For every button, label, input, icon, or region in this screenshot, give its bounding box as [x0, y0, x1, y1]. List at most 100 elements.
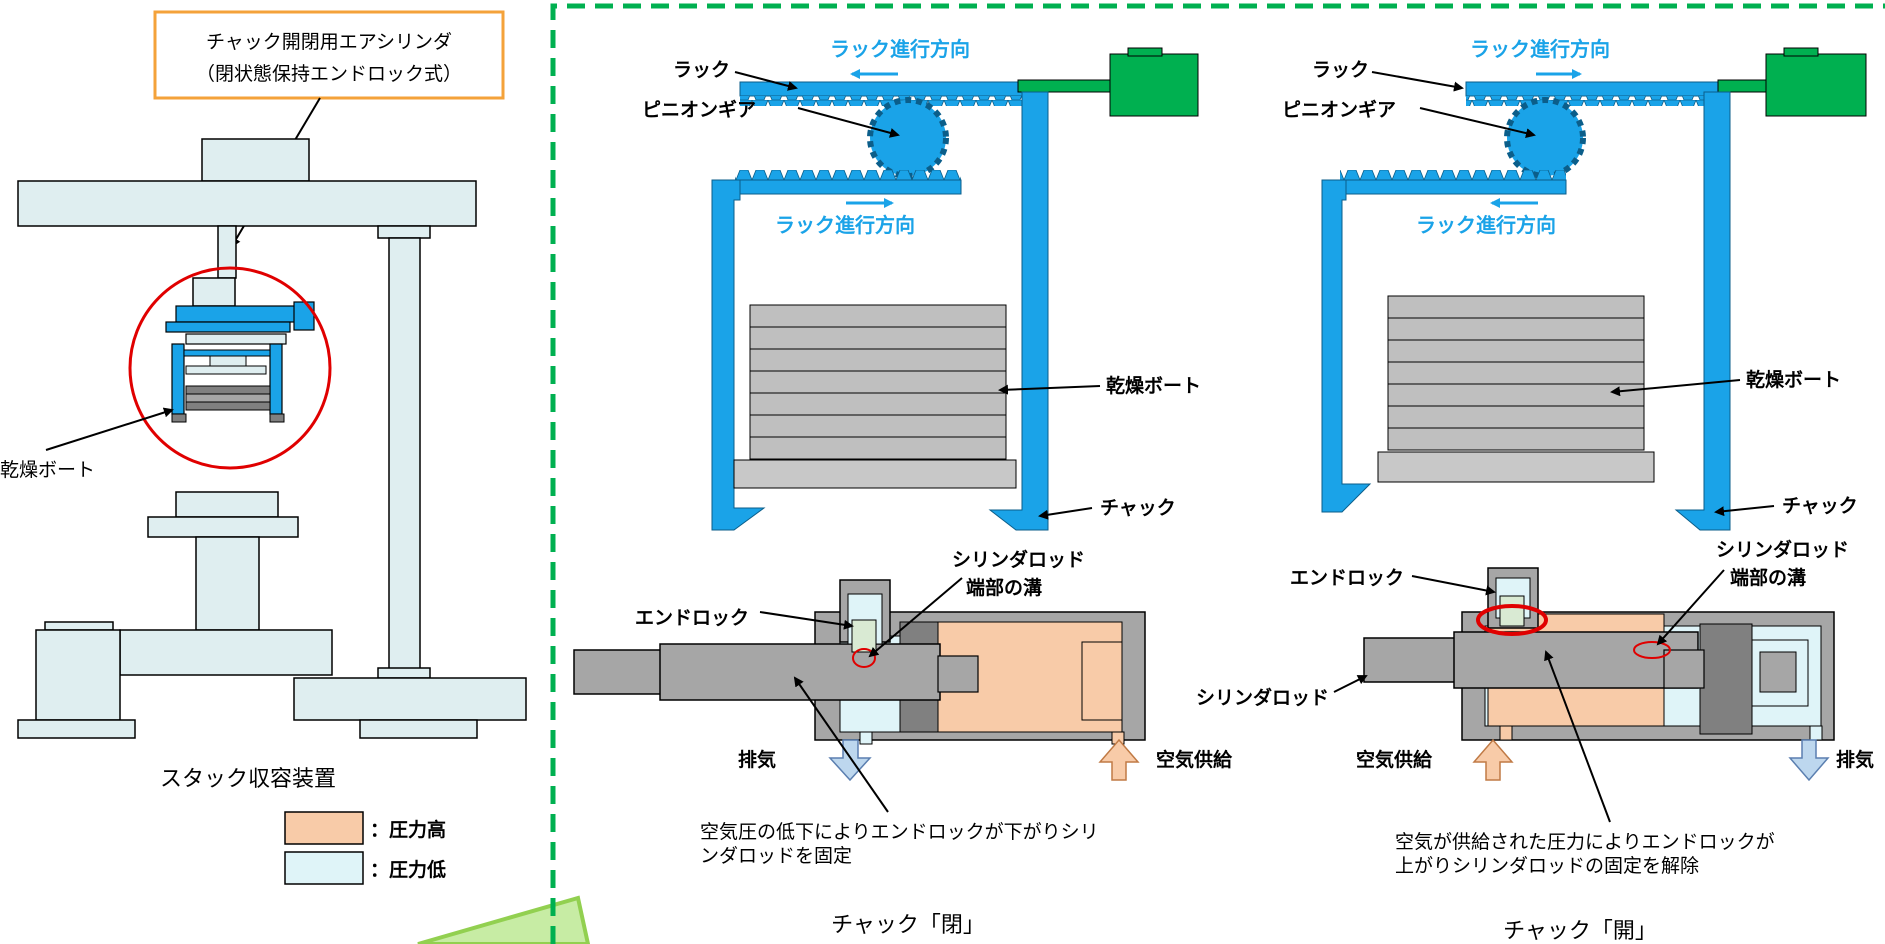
legend-swatch-high [284, 811, 364, 845]
closed-motor-cap [1127, 47, 1163, 57]
device-caption: スタック収容装置 [160, 767, 336, 792]
boat-leader [45, 407, 174, 451]
closed-exhaust-label: 排気 [738, 748, 776, 771]
legend-low-label: ：圧力低 [370, 858, 446, 881]
base-left-cap [44, 621, 114, 631]
mini-foot-l [171, 413, 187, 423]
closed-note-leader [793, 676, 889, 813]
open-chuck-view: ラック進行方向 ピニオンギア ラック ラック進行方向 乾燥ボー [1196, 37, 1874, 944]
closed-exhaust-arrow [828, 739, 872, 782]
device-column [388, 237, 421, 671]
open-rack-leader [1371, 71, 1464, 92]
closed-left-arm [711, 179, 766, 531]
closed-chuck-label: チャック [1100, 497, 1176, 519]
closed-rack-label: ラック [673, 59, 730, 81]
open-left-arm [1321, 179, 1372, 513]
mini-plate [185, 333, 287, 345]
open-top-rack [1465, 81, 1723, 97]
mini-foot-r [269, 413, 285, 423]
device-column-foot [377, 667, 431, 679]
closed-supply-label: 空気供給 [1156, 748, 1233, 771]
base-left-foot [17, 719, 136, 739]
open-top-rack-teeth [1466, 96, 1722, 106]
open-rack-label: ラック [1312, 59, 1369, 81]
mini-inner-2 [185, 365, 267, 375]
stage-top [175, 491, 279, 518]
open-rod-groove-line2: 端部の溝 [1730, 566, 1806, 589]
open-bottom-rack [1339, 179, 1567, 195]
open-caption: チャック「開」 [1503, 919, 1657, 944]
open-air-cylinder [1363, 567, 1835, 741]
boat-label: 乾燥ボート [0, 459, 95, 481]
mini-top-bar [183, 349, 271, 357]
legend-swatch-low [284, 851, 364, 885]
open-supply-arrow [1472, 738, 1514, 781]
open-pinion-label: ピニオンギア [1282, 99, 1396, 121]
closed-boat-leader [998, 384, 1101, 395]
open-note-leader [1544, 650, 1611, 823]
open-rod-label: シリンダロッド [1196, 686, 1329, 709]
callout-line-2: （閉状態保持エンドロック式） [196, 63, 462, 85]
closed-top-rack-teeth [740, 96, 1022, 106]
closed-air-cylinder [573, 579, 1146, 745]
open-note-line1: 空気が供給された圧力によりエンドロックが [1395, 831, 1775, 853]
mini-boat-2 [185, 393, 271, 403]
closed-caption: チャック「閉」 [831, 913, 985, 938]
closed-endlock-label: エンドロック [635, 607, 749, 629]
closed-rod-groove-line2: 端部の溝 [966, 576, 1042, 599]
open-supply-label: 空気供給 [1356, 748, 1433, 771]
closed-pinion-leader [797, 107, 900, 138]
zoom-highlight-circle [128, 266, 332, 470]
open-rack-direction-top: ラック進行方向 [1470, 37, 1610, 61]
closed-pinion-core [874, 104, 942, 172]
open-note-line2: 上がりシリンダロッドの固定を解除 [1395, 855, 1699, 877]
base-left [35, 629, 121, 721]
closed-rack-direction-top: ラック進行方向 [830, 37, 970, 61]
open-boat-label: 乾燥ボート [1746, 368, 1841, 391]
mini-rack-bar [175, 305, 297, 323]
open-rod-leader [1333, 675, 1368, 693]
open-rod-groove-line1: シリンダロッド [1716, 538, 1849, 561]
legend-high-label: ：圧力高 [370, 818, 446, 841]
open-right-arm [1674, 91, 1731, 531]
closed-supply-arrow [1098, 738, 1140, 781]
mini-motor [293, 301, 315, 331]
zoom-funnel [417, 895, 591, 944]
open-exhaust-label: 排気 [1836, 748, 1874, 771]
closed-rack-leader [734, 71, 798, 91]
base-right [293, 677, 527, 721]
open-motor [1765, 53, 1867, 117]
zoom-dashed-frame [550, 3, 1885, 944]
open-motor-cap [1783, 47, 1819, 57]
cylinder-callout-box [153, 10, 505, 100]
open-rack-direction-bottom: ラック進行方向 [1416, 213, 1556, 237]
stage-post [195, 536, 260, 631]
closed-boat-stack [733, 304, 1017, 489]
stage-arm [119, 629, 333, 676]
open-boat-leader [1610, 379, 1741, 397]
closed-rod-groove-line1: シリンダロッド [952, 548, 1085, 571]
closed-rack-direction-bottom: ラック進行方向 [775, 213, 915, 237]
mini-arm-right [269, 343, 283, 415]
closed-pinion-label: ピニオンギア [642, 99, 756, 121]
stack-storage-device: チャック開閉用エアシリンダ （閉状態保持エンドロック式） 乾燥ボート [0, 10, 591, 944]
closed-right-arm [988, 91, 1049, 531]
open-pinion-leader [1419, 107, 1536, 139]
open-exhaust-arrow [1788, 739, 1830, 782]
closed-bottom-rack-teeth [735, 170, 961, 180]
open-endlock-label: エンドロック [1290, 567, 1404, 589]
mini-cylinder [217, 225, 237, 279]
mini-boat-1 [185, 385, 271, 395]
device-top-block [201, 138, 310, 182]
open-chuck-label: チャック [1782, 495, 1858, 517]
callout-line-1: チャック開閉用エアシリンダ [206, 31, 452, 53]
base-right-foot [359, 719, 478, 739]
closed-chuck-view: ラック進行方向 ピニオンギア ラック ラック進行方向 [573, 37, 1233, 938]
stage-plate [147, 516, 299, 538]
open-connector [1717, 79, 1767, 93]
closed-note-line1: 空気圧の低下によりエンドロックが下がりシリ [700, 821, 1099, 843]
open-boat-stack [1377, 295, 1655, 483]
open-groove-leader [1656, 569, 1725, 646]
mini-holder [192, 277, 236, 307]
